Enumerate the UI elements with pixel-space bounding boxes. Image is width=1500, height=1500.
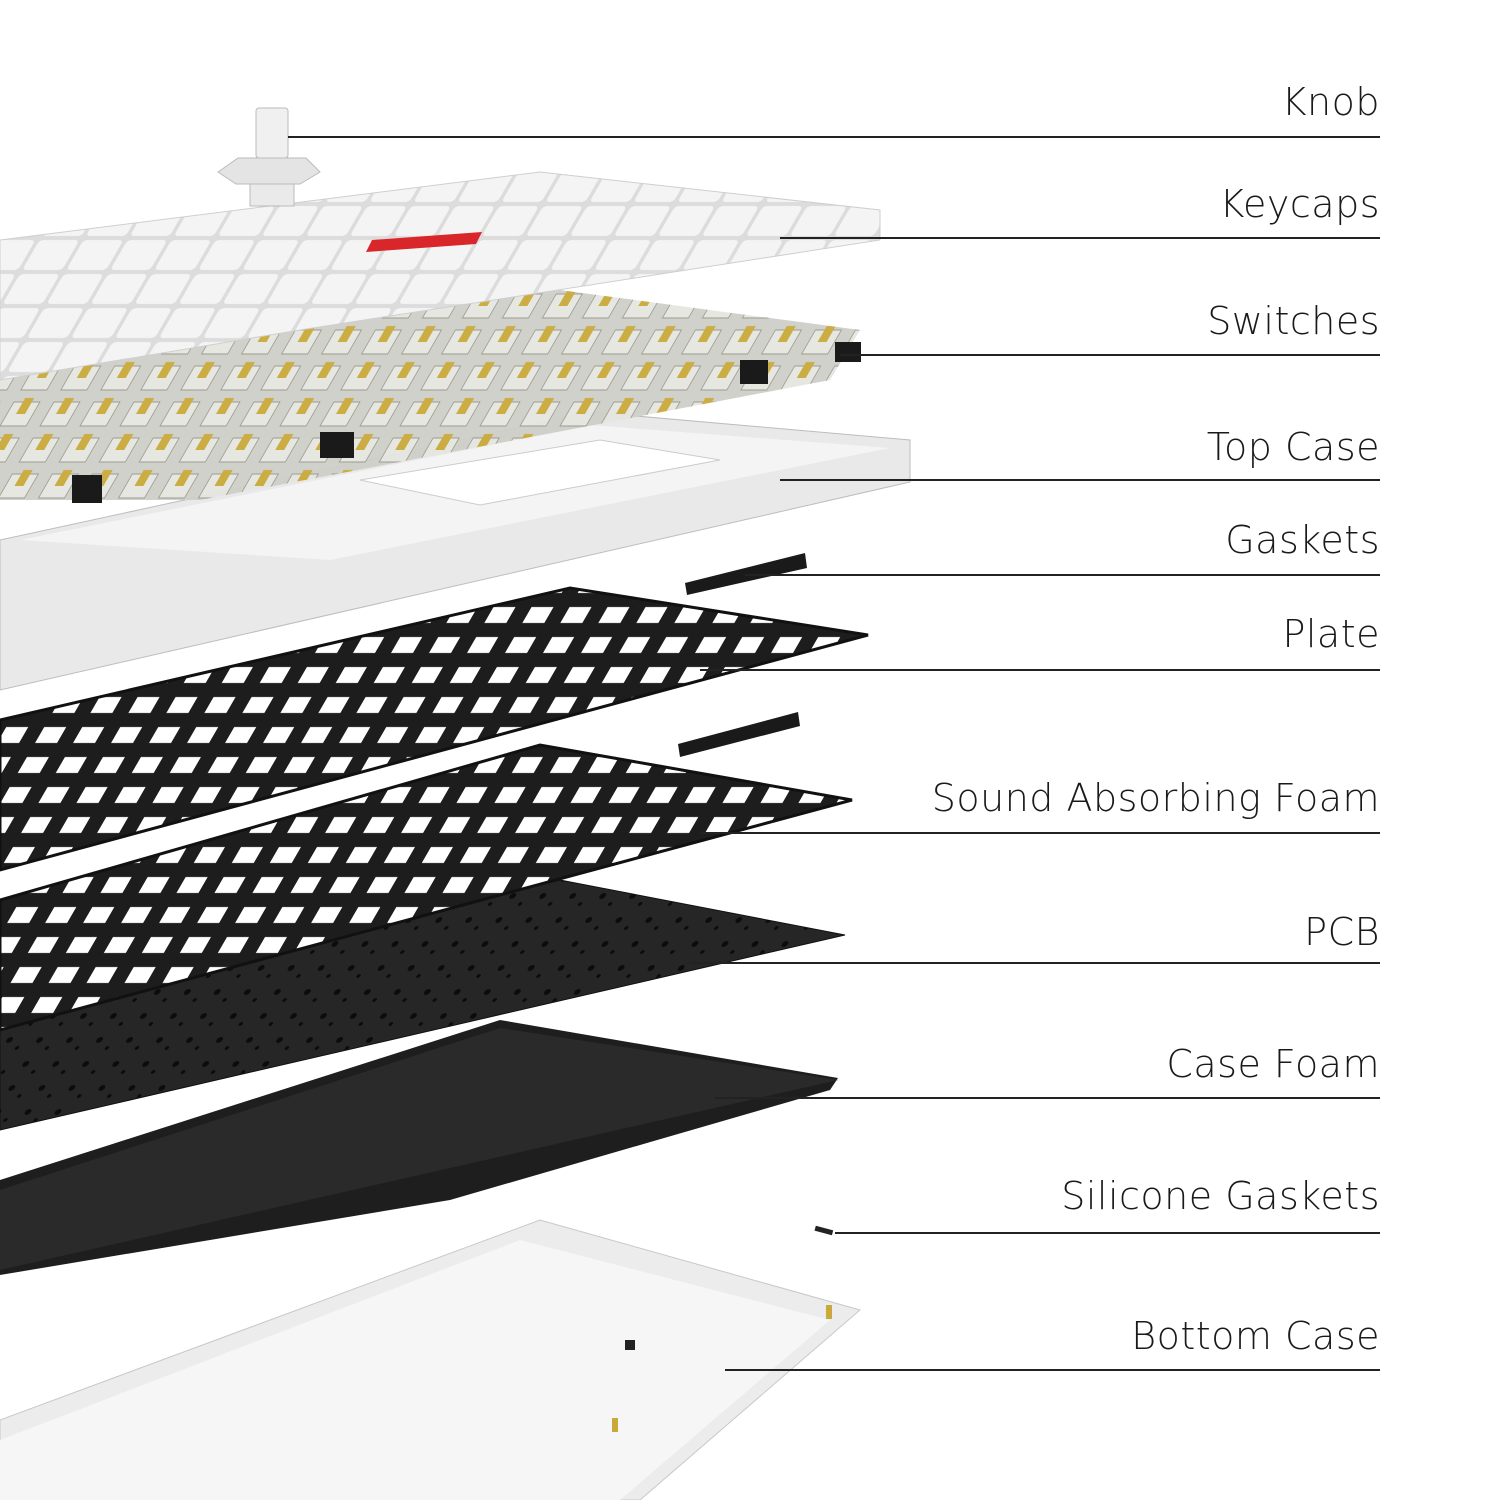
sound-absorbing-foam-layer — [0, 743, 853, 1032]
top-case-layer — [0, 411, 911, 691]
label-pcb: PCB — [1304, 910, 1380, 954]
label-case-foam: Case Foam — [1166, 1042, 1380, 1086]
leader-line-silicone-gaskets — [835, 1232, 1380, 1234]
leader-line-sound-absorbing-foam — [700, 832, 1380, 834]
leader-line-case-foam — [715, 1097, 1380, 1099]
silicone-gasket — [814, 1225, 834, 1236]
leader-line-keycaps — [780, 237, 1380, 239]
knob-part — [217, 107, 321, 207]
label-knob: Knob — [1281, 80, 1380, 124]
label-switches: Switches — [1207, 299, 1380, 343]
accent-keycap — [366, 232, 482, 252]
label-top-case: Top Case — [1206, 425, 1380, 469]
leader-line-bottom-case — [725, 1369, 1380, 1371]
label-plate: Plate — [1282, 612, 1380, 656]
leader-line-switches — [840, 354, 1380, 356]
bottom-case-layer — [0, 1219, 862, 1500]
label-gaskets: Gaskets — [1225, 518, 1380, 562]
plate-layer — [0, 586, 869, 872]
pcb-layer — [0, 879, 846, 1131]
keycaps-layer — [0, 171, 881, 381]
label-bottom-case: Bottom Case — [1131, 1314, 1380, 1358]
leader-line-pcb — [690, 962, 1380, 964]
label-keycaps: Keycaps — [1219, 182, 1380, 226]
leader-line-gaskets — [745, 574, 1380, 576]
leader-line-top-case — [780, 479, 1380, 481]
label-sound-absorbing-foam: Sound Absorbing Foam — [931, 776, 1380, 820]
leader-line-knob — [288, 136, 1380, 138]
leader-line-plate — [700, 669, 1380, 671]
label-silicone-gaskets: Silicone Gaskets — [1061, 1174, 1380, 1218]
